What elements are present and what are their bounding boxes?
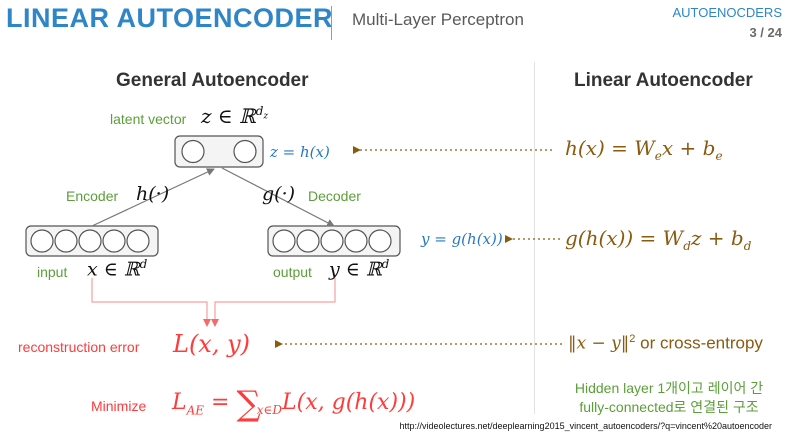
input-math: x ∈ ℝd (87, 257, 148, 281)
linear-autoencoder-heading: Linear Autoencoder (574, 70, 753, 91)
decoder-function: g(·) (262, 183, 296, 205)
y-equation: y = g(h(x)) (421, 230, 503, 248)
encoder-arrow (91, 168, 215, 227)
encoder-linear-equation: h(x) = Wex + be (565, 136, 723, 163)
error-formula: ‖x − y‖2 or cross-entropy (568, 333, 763, 354)
source-url[interactable]: http://videolectures.net/deeplearning201… (399, 421, 772, 431)
general-autoencoder-heading: General Autoencoder (116, 70, 309, 91)
slide-title: LINEAR AUTOENCODER (6, 3, 334, 33)
encoder-function: h(·) (136, 183, 170, 205)
decoder-arrow (221, 167, 335, 227)
latent-layer-box (174, 135, 264, 168)
output-layer-box (267, 225, 401, 257)
z-equation: z = h(x) (270, 143, 330, 161)
encoder-label: Encoder (66, 188, 119, 204)
output-label: output (273, 264, 312, 280)
reconstruction-error-math: L(x, y) (173, 330, 251, 358)
reconstruction-error-label: reconstruction error (18, 339, 140, 355)
decoder-label: Decoder (308, 188, 361, 204)
slide-subtitle: Multi-Layer Perceptron (352, 10, 524, 29)
input-to-error-arrow (91, 278, 211, 327)
section-label: AUTOENOCDERS (672, 5, 782, 20)
output-to-error-arrow (211, 278, 336, 327)
input-label: input (37, 264, 68, 280)
page-number: 3 / 24 (749, 25, 782, 40)
output-math: y ∈ ℝd (329, 257, 390, 281)
input-layer-box (25, 225, 159, 257)
structure-note-line1: Hidden layer 1개이고 레이어 간 (574, 380, 764, 396)
loss-function: LAE = ∑x∈DL(x, g(h(x))) (172, 384, 416, 424)
decoder-linear-equation: g(h(x)) = Wdz + bd (565, 226, 752, 253)
minimize-label: Minimize (91, 398, 147, 414)
structure-note-line2: fully-connected로 연결된 구조 (579, 399, 759, 415)
latent-vector-label: latent vector (110, 111, 187, 127)
column-divider (534, 62, 535, 414)
latent-vector-math: z ∈ ℝdz (201, 104, 269, 128)
title-divider (331, 6, 332, 40)
